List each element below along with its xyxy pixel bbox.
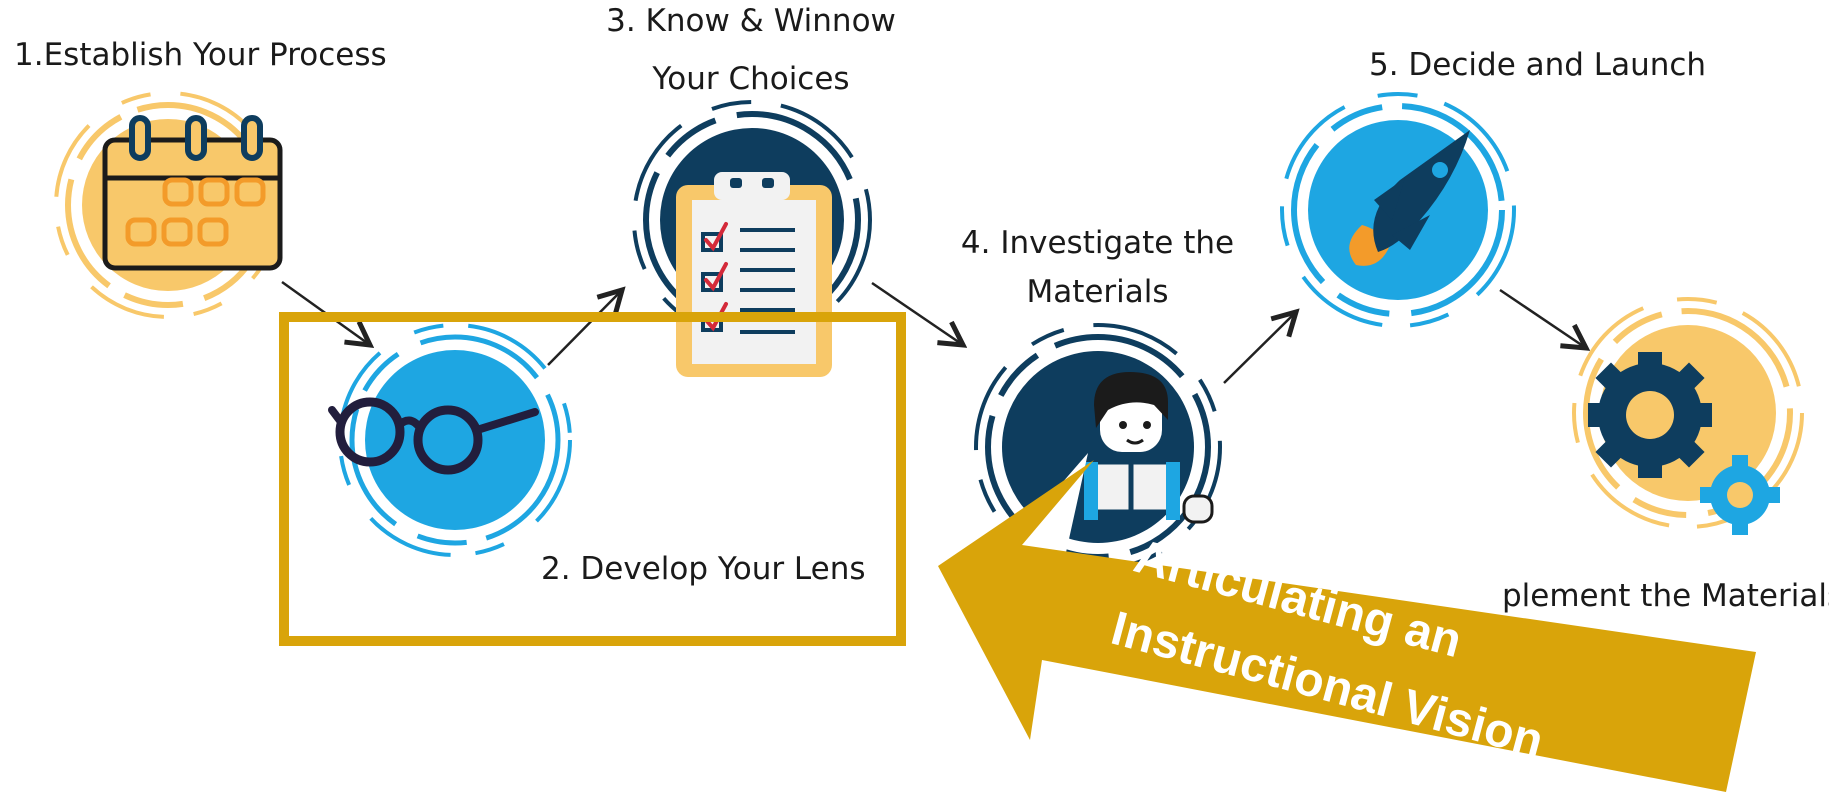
step6-label-partial: plement the Materials: [1502, 578, 1829, 614]
step6-gears-icon: [1572, 297, 1804, 535]
step4-reader-icon: [974, 323, 1222, 571]
step4-label-line1: 4. Investigate the: [960, 225, 1235, 261]
arrow-step2-to-step3: [547, 290, 622, 366]
step5-label: 5. Decide and Launch: [1369, 47, 1707, 83]
step3-label-line2: Your Choices: [652, 61, 850, 97]
highlight-box: [279, 312, 906, 646]
step1-calendar-icon: [54, 91, 283, 319]
step3-label-line1: 3. Know & Winnow: [606, 3, 896, 39]
step2-glasses-icon: [328, 323, 572, 557]
arrow-step4-to-step5: [1223, 312, 1296, 384]
step5-rocket-icon: [1280, 92, 1516, 328]
callout-arrow: [938, 453, 1760, 795]
step1-label: 1.Establish Your Process: [14, 37, 387, 73]
arrow-step5-to-step6: [1499, 288, 1586, 348]
arrow-step3-to-step4: [871, 281, 963, 345]
step2-label: 2. Develop Your Lens: [541, 551, 866, 587]
step4-label-line2: Materials: [1026, 274, 1169, 310]
step3-clipboard-icon: [632, 100, 872, 377]
